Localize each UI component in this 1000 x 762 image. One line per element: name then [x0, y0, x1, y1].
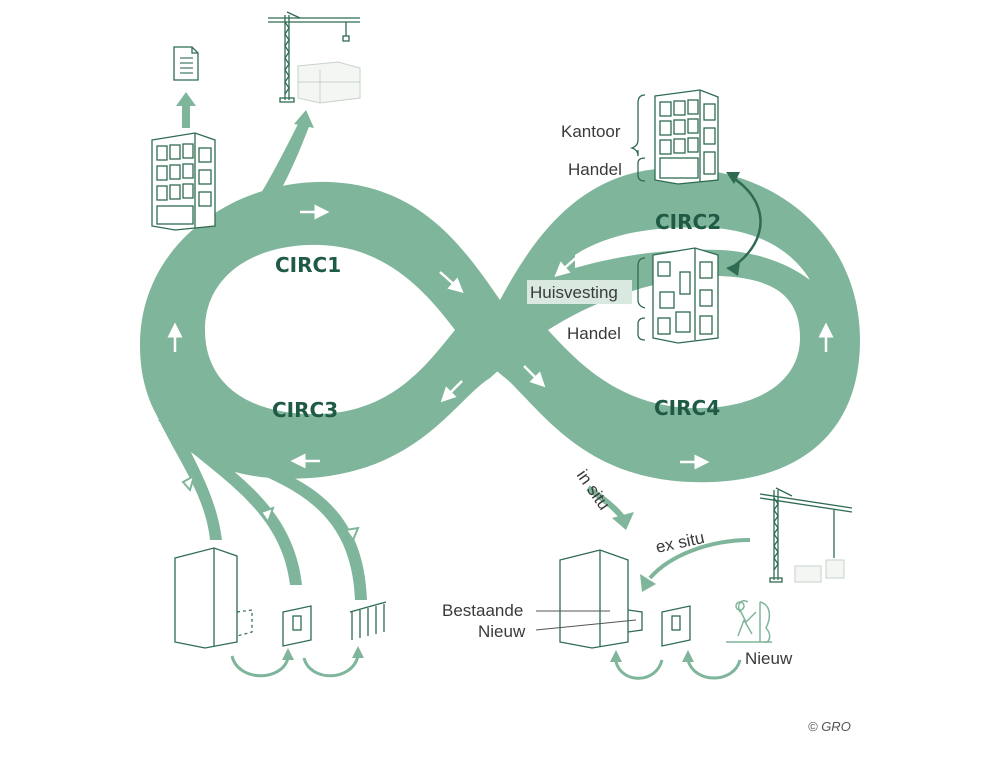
label-nieuw-left: Nieuw	[478, 622, 526, 641]
in-situ-arrow	[586, 485, 634, 530]
document-icon	[173, 46, 199, 81]
crane-icon-top	[268, 11, 360, 103]
copyright-text: © GRO	[808, 719, 851, 734]
cycle-arrows-right	[614, 659, 742, 680]
cycle-arrowhead-left-1	[282, 648, 294, 660]
arrow-circ2-down-left	[554, 255, 579, 277]
label-kantoor: Kantoor	[561, 122, 621, 141]
tail-arrowhead-3	[344, 526, 360, 543]
tail-left-2	[158, 420, 302, 585]
cycle-arrowhead-left-2	[352, 646, 364, 658]
tail-arrowhead-2	[259, 506, 275, 525]
panel-icon-left	[282, 605, 312, 647]
panel-icon-right	[661, 605, 691, 647]
worker-tree-icon	[726, 600, 772, 643]
label-huisvesting: Huisvesting	[530, 283, 618, 302]
arrow-circ1-down-right	[439, 271, 464, 293]
tail-left-1	[150, 400, 222, 540]
arrow-circ4-down-right	[523, 365, 546, 388]
tail-arrowheads	[181, 473, 360, 543]
bracket-kantoor-handel	[629, 94, 646, 182]
frame-icon-left	[349, 601, 387, 640]
bracket-huisvesting-handel	[637, 257, 646, 341]
label-circ2: CIRC2	[655, 210, 721, 234]
label-circ1: CIRC1	[275, 253, 341, 277]
left-hole	[205, 244, 455, 415]
office-building-right	[654, 89, 719, 185]
tail-arrowhead-1	[181, 473, 196, 493]
cycle-arrows-left	[230, 655, 360, 678]
circ2-gap	[575, 227, 810, 280]
label-ex-situ: ex situ	[654, 528, 706, 557]
label-handel-top: Handel	[568, 160, 622, 179]
flow-arrows	[167, 92, 834, 470]
cycle-arrowhead-right-1	[610, 650, 622, 662]
residential-building	[652, 247, 719, 344]
ex-situ-arrow	[640, 538, 751, 592]
tail-top-left	[260, 120, 310, 200]
cycle-arrowhead-right-2	[682, 650, 694, 662]
huisvesting-highlight	[527, 280, 632, 304]
crane-icon-bottom	[759, 487, 853, 583]
label-handel-bottom: Handel	[567, 324, 621, 343]
tail-left-3	[165, 430, 367, 600]
infinity-band	[140, 120, 860, 600]
label-in-situ: in situ	[573, 466, 614, 513]
existing-building-left	[174, 547, 253, 649]
green-arrow-document	[176, 92, 196, 128]
green-arrow-crane	[294, 110, 314, 128]
existing-new-building	[559, 549, 643, 649]
office-building-left	[151, 132, 216, 231]
leader-nieuw	[535, 619, 637, 631]
building-blocks-bottom	[794, 559, 845, 583]
label-circ4: CIRC4	[654, 396, 720, 420]
label-circ3: CIRC3	[272, 398, 338, 422]
label-nieuw-right: Nieuw	[745, 649, 793, 668]
label-bestaande: Bestaande	[442, 601, 523, 620]
building-blocks-top	[297, 61, 361, 104]
double-arrow-conversion	[726, 172, 762, 276]
arrow-circ3-down-left	[440, 380, 463, 403]
